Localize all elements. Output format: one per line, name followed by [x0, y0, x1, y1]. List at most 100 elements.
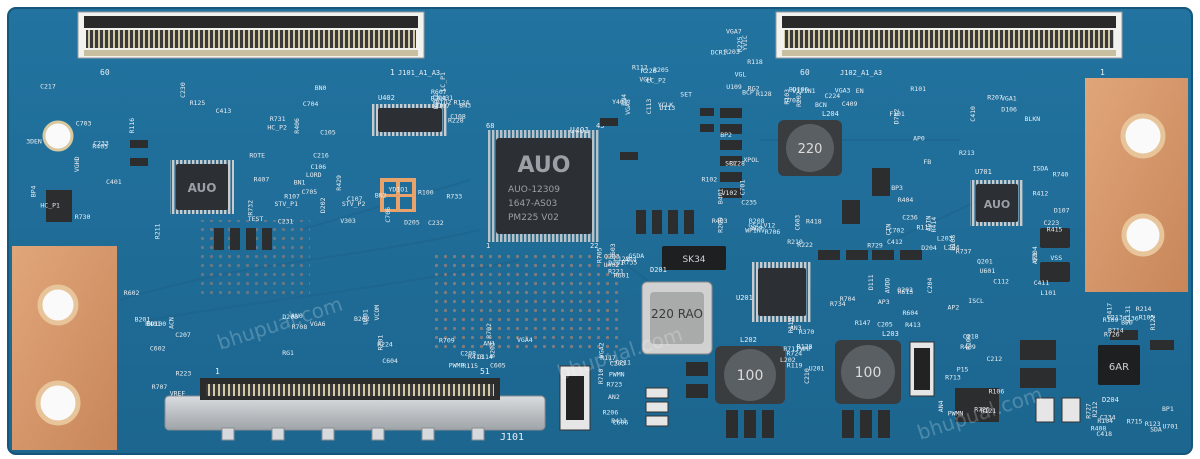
- silk-label: Q202: [897, 286, 913, 294]
- silk-label: C231: [278, 217, 294, 225]
- silk-label: R733: [447, 193, 463, 201]
- silk-label: U701: [1163, 423, 1179, 431]
- main-ic-line3: PM225 V02: [508, 213, 559, 223]
- smd-components: [46, 108, 1174, 438]
- silk-label: C207: [175, 331, 191, 339]
- silk-label: C114: [477, 353, 493, 361]
- silk-label: BD100: [147, 320, 167, 328]
- silk-label: Q204: [1031, 246, 1039, 262]
- silk-label: R728: [729, 159, 745, 167]
- silk-label: BP1: [1162, 405, 1174, 413]
- silk-label: VGH: [639, 76, 651, 84]
- silk-label: C204: [926, 277, 934, 293]
- silk-label: U402: [604, 261, 620, 269]
- silk-label: C704: [303, 100, 319, 108]
- silk-label: VGHD: [73, 156, 81, 172]
- silk-label: C604: [382, 357, 398, 365]
- silk-label: R209: [717, 217, 725, 233]
- silk-label: C105: [320, 129, 336, 137]
- silk-label: R607: [431, 88, 447, 96]
- silk-label: WPINV: [745, 227, 765, 235]
- silk-label: RG2: [748, 85, 760, 93]
- ic-u501-logo: AUO: [188, 181, 217, 195]
- silk-label: U401: [361, 309, 369, 325]
- silk-label: R731: [270, 115, 286, 123]
- ic-u402: [372, 104, 448, 136]
- silk-label: R117: [600, 354, 616, 362]
- silk-label: R109: [1103, 316, 1119, 324]
- silk-label: VGA7: [726, 27, 742, 35]
- silk-label: C417: [1106, 303, 1114, 319]
- silk-label: D201: [608, 259, 624, 267]
- silk-label: C224: [825, 92, 841, 100]
- silk-label: VGA1: [1001, 95, 1017, 103]
- silk-label: VSS: [1050, 254, 1062, 262]
- silk-label: LORD: [306, 171, 322, 179]
- silk-label: C702: [889, 226, 905, 234]
- silk-label: R714: [1108, 327, 1124, 335]
- silk-label: R732: [247, 200, 255, 216]
- silk-label: V303: [340, 217, 356, 225]
- main-ic-line2: 1647-AS03: [508, 199, 557, 209]
- silk-label: VGA4: [517, 336, 533, 344]
- silk-label: R702: [485, 323, 493, 339]
- silk-label: R100: [418, 189, 434, 197]
- silk-label: R405: [92, 142, 108, 150]
- silk-label: V12: [764, 221, 776, 229]
- silk-label: AP2: [948, 304, 960, 312]
- silk-label: ISDA: [1033, 165, 1049, 173]
- silk-label: R116: [128, 118, 136, 134]
- silk-label: F101: [889, 110, 905, 118]
- silk-label: R707: [152, 383, 168, 391]
- inductor-l201-marking: 220 RAO: [651, 307, 703, 321]
- silk-label: C707: [434, 102, 450, 110]
- silk-label: C122: [614, 255, 630, 263]
- silk-label: VGL: [735, 71, 747, 79]
- silk-label: PWMP: [796, 345, 812, 353]
- silk-label: C418: [1096, 430, 1112, 438]
- silk-label: BD106: [789, 86, 809, 94]
- silk-label: R613: [898, 288, 914, 296]
- silk-label: D106: [1001, 106, 1017, 114]
- bottom-pin-first: 1: [215, 367, 220, 376]
- silk-label: HC_P2: [267, 123, 287, 131]
- silk-label: R212: [1091, 401, 1099, 417]
- silk-label: C235: [741, 199, 757, 207]
- silk-label: BP3: [891, 184, 903, 192]
- silk-label: R412: [1033, 189, 1049, 197]
- silk-label: R737: [956, 248, 972, 256]
- inductor-l203-marking: 100: [855, 365, 882, 381]
- ic-u701-logo: AUO: [984, 198, 1010, 211]
- silk-label: LC_P2: [646, 76, 666, 84]
- silk-label: FB: [923, 158, 931, 166]
- silk-label: R205: [653, 66, 669, 74]
- silk-label: C211: [615, 359, 631, 367]
- silk-label: R709: [439, 336, 455, 344]
- silk-label: R113: [917, 224, 933, 232]
- silk-label: R706: [765, 228, 781, 236]
- silk-label: SCL31: [1124, 305, 1132, 325]
- silk-label: R710: [597, 369, 605, 385]
- silk-label: D701: [784, 97, 800, 105]
- silk-label: R726: [1104, 331, 1120, 339]
- silk-label: L203: [937, 235, 953, 243]
- silk-label: C233: [93, 140, 109, 148]
- silk-label: R204: [431, 94, 447, 102]
- silk-label: Q201: [977, 258, 993, 266]
- silk-label: ROTE: [249, 151, 265, 159]
- silk-label: AGIN: [925, 216, 933, 232]
- silk-label: C230: [179, 82, 187, 98]
- silk-label: R121: [981, 407, 997, 415]
- silk-label: R214: [1136, 305, 1152, 313]
- silk-label: R101: [910, 85, 926, 93]
- silk-label: R125: [190, 99, 206, 107]
- silk-label: TEST: [248, 215, 264, 223]
- top-right-fpc-connector: [775, 11, 1123, 59]
- silk-label: V102: [722, 189, 738, 197]
- diode-d204-ref: D204: [1102, 396, 1119, 404]
- pad-array-center: [430, 250, 620, 350]
- bottom-pin-last: 51: [480, 367, 490, 376]
- top-left-pin-first: 60: [100, 68, 110, 77]
- silk-label: R123: [1145, 420, 1161, 428]
